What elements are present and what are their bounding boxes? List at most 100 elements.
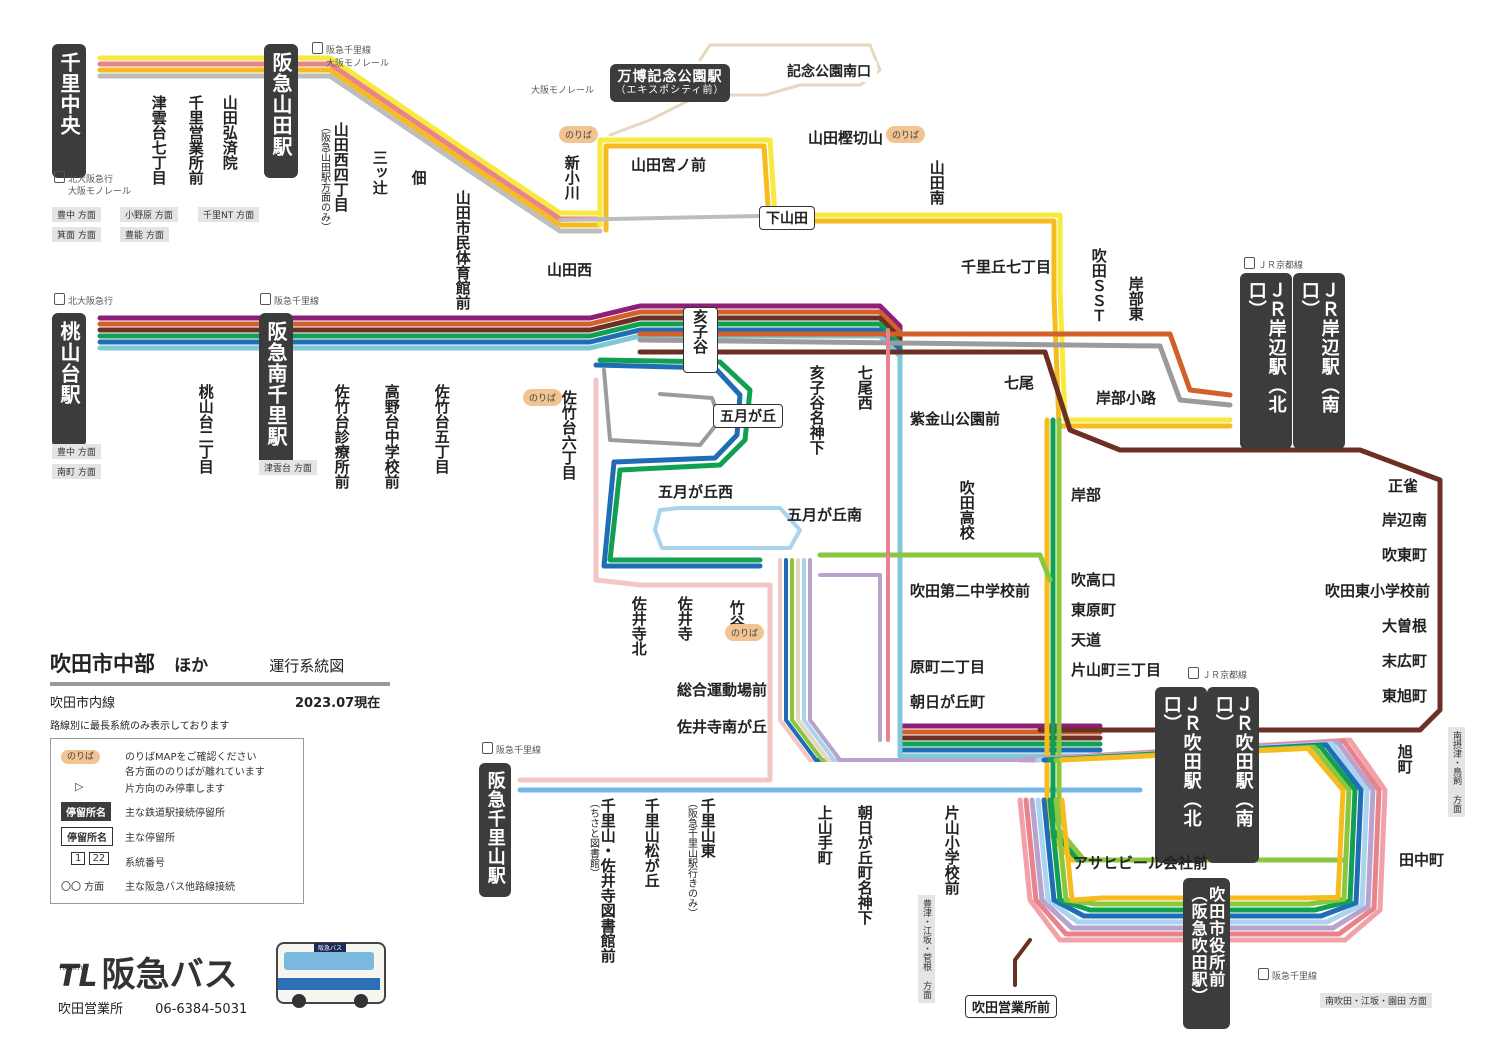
stop-sogo-undojo[interactable]: 総合運動場前 [677, 681, 768, 699]
rail-label: 北大阪急行 [54, 171, 113, 185]
stop-katayama-elementary[interactable]: 片山小学校前 [942, 805, 961, 895]
stop-suita-eigyosho[interactable]: 吹田営業所前 [965, 995, 1058, 1018]
stop-suikoguchi[interactable]: 吹高口 [1071, 571, 1117, 589]
stop-asahi-beer[interactable]: アサヒビール会社前 [1073, 854, 1209, 872]
station-hankyu-senriyama[interactable]: 阪急千里山駅 [479, 763, 511, 897]
stop-inokodani-meishinshita[interactable]: 亥子谷名神下 [807, 365, 826, 455]
stop-suita-higashi-es[interactable]: 吹田東小学校前 [1325, 582, 1431, 600]
station-suita-city-hall[interactable]: 吹田市役所前（阪急吹田駅） [1183, 878, 1231, 1029]
route-line-13 [808, 558, 1032, 762]
stop-suehirocho[interactable]: 末広町 [1382, 652, 1428, 670]
stop-kishibe-higashi[interactable]: 岸部東 [1126, 276, 1145, 321]
stop-saiji[interactable]: 佐井寺 [675, 596, 694, 641]
stop-higashi-asahicho[interactable]: 東旭町 [1382, 687, 1428, 705]
direction-tag: 豊中 方面 [52, 207, 101, 222]
rail-label: 北大阪急行 [54, 293, 113, 307]
stop-momoyamadai-2[interactable]: 桃山台二丁目 [196, 384, 215, 474]
station-banpaku-park[interactable]: 万博記念公園駅 （エキスポシティ前） [610, 64, 730, 103]
hankyu-mark-icon: TL [58, 959, 98, 994]
stop-tendo[interactable]: 天道 [1071, 631, 1102, 649]
stop-shimoyamada[interactable]: 下山田 [759, 206, 815, 230]
title-rule [50, 682, 390, 686]
stop-kishibe-koji[interactable]: 岸部小路 [1096, 389, 1157, 407]
stop-suita-high[interactable]: 吹田高校 [957, 480, 976, 540]
stop-satsukigaoka[interactable]: 五月が丘 [713, 404, 783, 428]
rail-label-text: 阪急千里線 [496, 746, 542, 756]
stop-shikinzan-park[interactable]: 紫金山公園前 [910, 410, 1001, 428]
stop-mitsutsuji[interactable]: 三ッ辻 [370, 150, 389, 195]
stop-satakedai-clinic[interactable]: 佐竹台診療所前 [332, 384, 351, 489]
station-jr-suita-south[interactable]: ＪＲ吹田駅（南口） [1207, 687, 1259, 863]
station-hankyu-minamisenri[interactable]: 阪急南千里駅 [259, 313, 293, 469]
stop-shin-ogawa[interactable]: 新小川 [562, 155, 581, 200]
stop-asahicho[interactable]: 旭町 [1395, 744, 1414, 774]
direction-tag: 南町 方面 [52, 464, 101, 479]
legend-route-sample-1: 1 [71, 852, 86, 865]
stop-chisato-library-note: （ちさと図書館） [587, 798, 599, 878]
station-momoyamadai[interactable]: 桃山台駅 [52, 313, 86, 447]
stop-senriyama-library[interactable]: 千里山・佐井寺図書館前 [598, 798, 617, 963]
office-name: 吹田営業所 [58, 1002, 124, 1017]
stop-suitocho[interactable]: 吹東町 [1382, 546, 1428, 564]
stop-yamada-miyanomae[interactable]: 山田宮ノ前 [631, 156, 707, 174]
stop-satsukigaoka-nishi[interactable]: 五月が丘西 [658, 483, 734, 501]
station-jr-kishibe-south[interactable]: ＪＲ岸辺駅（南口） [1293, 273, 1345, 449]
station-jr-suita-north[interactable]: ＪＲ吹田駅（北口） [1155, 687, 1207, 863]
station-jr-kishibe-north[interactable]: ＪＲ岸辺駅（北口） [1240, 273, 1292, 449]
stop-higashiharacho[interactable]: 東原町 [1071, 601, 1117, 619]
stop-satsukigaoka-minami[interactable]: 五月が丘南 [787, 506, 863, 524]
stop-senriyama-matsugaoka[interactable]: 千里山松が丘 [642, 798, 661, 888]
stop-senrioka-7[interactable]: 千里丘七丁目 [961, 258, 1052, 276]
platform-badge[interactable]: のりば [559, 126, 599, 143]
stop-inokodani[interactable]: 亥子谷 [683, 307, 718, 373]
platform-badge[interactable]: のりば [523, 389, 563, 406]
stop-haracho-2[interactable]: 原町二丁目 [910, 658, 986, 676]
platform-badge[interactable]: のりば [725, 624, 765, 641]
stop-katayamacho-3[interactable]: 片山町三丁目 [1071, 661, 1162, 679]
legend-panel: のりば のりばMAPをご確認ください 各方面ののりばが離れています ▷ 片方向の… [50, 738, 304, 904]
stop-shojaku[interactable]: 正雀 [1388, 477, 1419, 495]
station-hankyu-yamada[interactable]: 阪急山田駅 [264, 44, 298, 178]
stop-saiji-kita[interactable]: 佐井寺北 [629, 596, 648, 656]
legend-major-text: 主な鉄道駅接続停留所 [125, 808, 225, 819]
stop-yamada-nishi-4[interactable]: 山田西四丁目 [331, 122, 350, 212]
station-label: 吹田市役所前（阪急吹田駅） [1188, 886, 1226, 1005]
stop-yamada-gymnasium[interactable]: 山田市民体育館前 [453, 190, 472, 310]
stop-saiji-minamigaoka[interactable]: 佐井寺南が丘 [677, 718, 768, 736]
stop-yamada-minami[interactable]: 山田南 [927, 160, 946, 205]
stop-yamada-nishi[interactable]: 山田西 [547, 261, 593, 279]
company-logo-text: 阪急バス [101, 955, 238, 995]
stop-kishibe-minami[interactable]: 岸辺南 [1382, 511, 1428, 529]
legend-major-sample: 停留所名 [61, 802, 111, 821]
stop-taketani[interactable]: 竹谷 [727, 600, 746, 630]
map-type: 運行系統図 [269, 657, 345, 675]
stop-suita-2nd-jhs[interactable]: 吹田第二中学校前 [910, 582, 1031, 600]
stop-senri-eigyosho[interactable]: 千里営業所前 [186, 95, 205, 185]
rail-label: 大阪モノレール [68, 184, 131, 197]
stop-nanao[interactable]: 七尾 [1004, 374, 1035, 392]
station-senri-chuo[interactable]: 千里中央 [52, 44, 86, 178]
stop-yamada-kosaiin[interactable]: 山田弘済院 [220, 95, 239, 170]
direction-tag: 豊中 方面 [52, 444, 101, 459]
stop-kinen-koen-minamiguchi[interactable]: 記念公園南口 [781, 60, 877, 82]
stop-suita-sst[interactable]: 吹田ＳＳＴ [1089, 248, 1108, 323]
route-line-17 [637, 337, 1233, 408]
stop-yamada-kashikiriyama[interactable]: 山田樫切山 [808, 129, 884, 147]
stop-nanao-nishi[interactable]: 七尾西 [855, 365, 874, 410]
stop-takanodai-jhs[interactable]: 高野台中学校前 [382, 384, 401, 489]
stop-satakedai-5[interactable]: 佐竹台五丁目 [432, 384, 451, 474]
stop-kamiyamate[interactable]: 上山手町 [815, 805, 834, 865]
stop-tanakacho[interactable]: 田中町 [1399, 851, 1445, 869]
stop-kishibe[interactable]: 岸部 [1071, 486, 1102, 504]
rail-label-text: 大阪モノレール [68, 187, 132, 197]
stop-ozone[interactable]: 大曽根 [1382, 617, 1428, 635]
stop-asahigaokacho[interactable]: 朝日が丘町 [910, 693, 986, 711]
stop-satakedai-6[interactable]: 佐竹台六丁目 [559, 390, 578, 480]
stop-tsukuda[interactable]: 佃 [409, 170, 428, 185]
stop-senriyama-higashi[interactable]: 千里山東 [698, 798, 717, 858]
station-label: ＪＲ岸辺駅（南口） [1298, 281, 1340, 414]
platform-badge[interactable]: のりば [886, 126, 926, 143]
stop-tsukumodai-7[interactable]: 津雲台七丁目 [149, 95, 168, 185]
stop-asahigaoka-meishinshita[interactable]: 朝日が丘町名神下 [855, 805, 874, 925]
